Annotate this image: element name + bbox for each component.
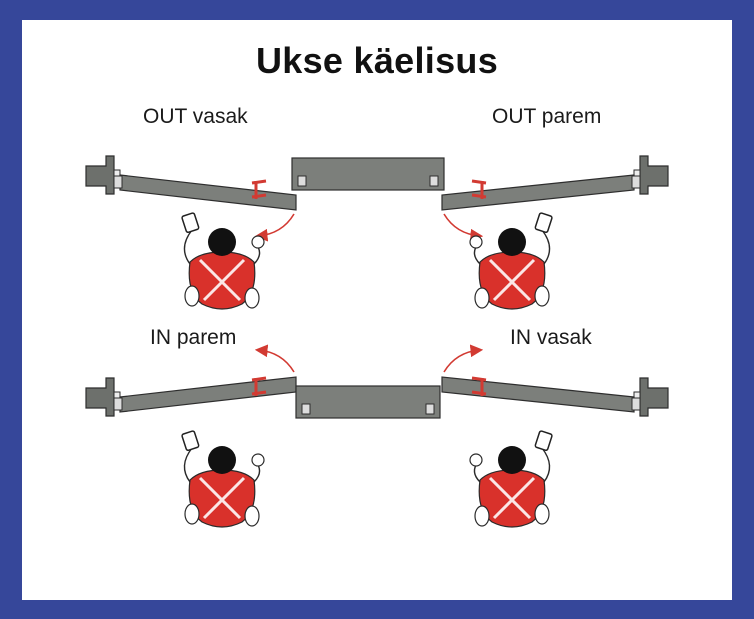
door-out-left bbox=[85, 155, 297, 242]
label-in-right: IN parem bbox=[150, 326, 237, 349]
door-out-right bbox=[441, 155, 669, 242]
person-in-left bbox=[180, 429, 266, 529]
person-out-right bbox=[468, 211, 554, 311]
label-out-right: OUT parem bbox=[492, 105, 602, 128]
door-in-left bbox=[85, 344, 297, 417]
door-in-right bbox=[441, 344, 669, 417]
label-in-left: IN vasak bbox=[510, 326, 592, 349]
door-leaf-top-center bbox=[291, 157, 445, 191]
diagram-panel bbox=[22, 20, 732, 600]
label-out-left: OUT vasak bbox=[143, 105, 248, 128]
diagram-title: Ukse käelisus bbox=[255, 40, 499, 81]
door-leaf-bottom-center bbox=[295, 385, 441, 419]
person-in-right bbox=[468, 429, 554, 529]
person-out-left bbox=[180, 211, 266, 311]
